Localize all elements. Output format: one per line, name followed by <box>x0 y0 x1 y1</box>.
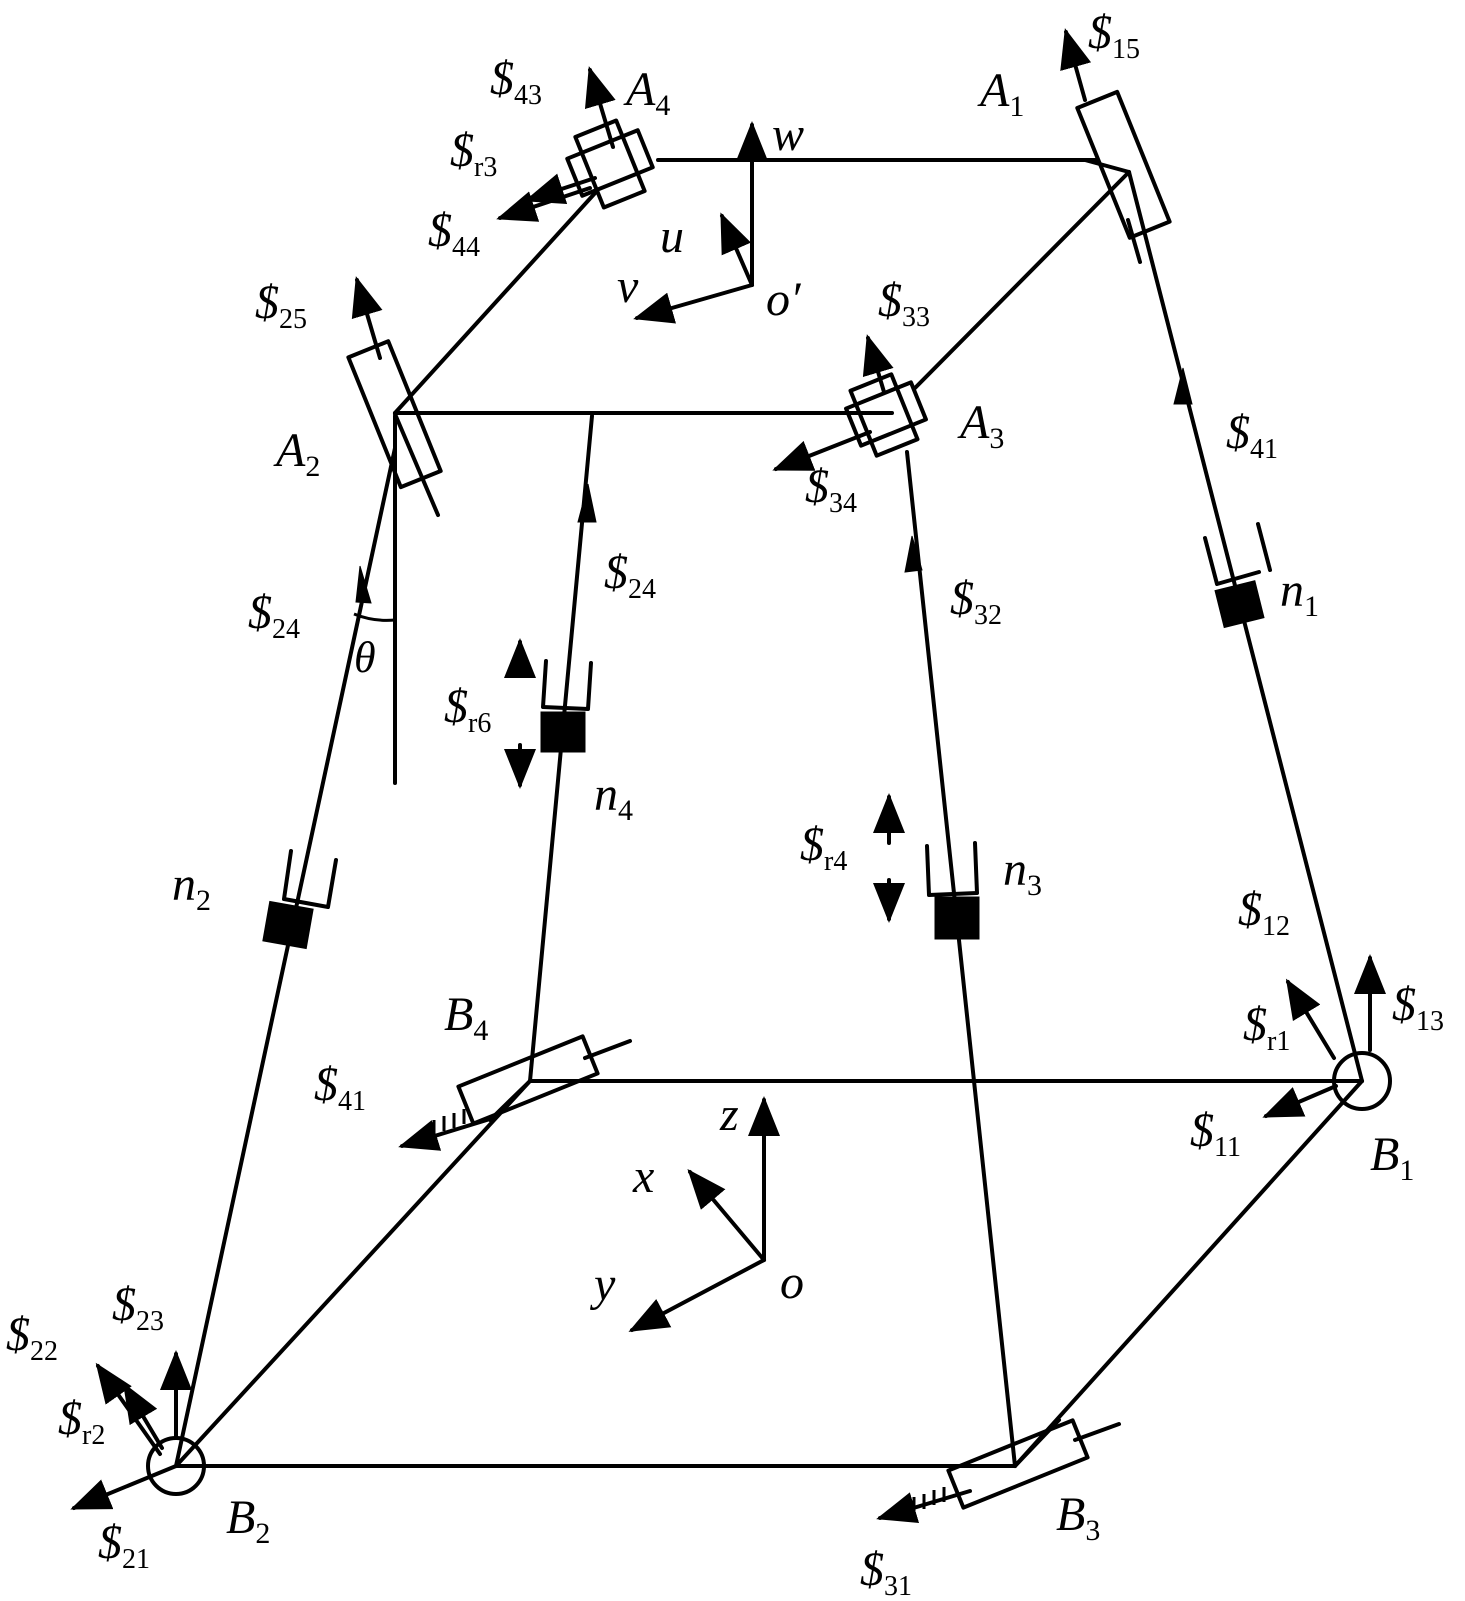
svg-text:$r6: $r6 <box>444 680 491 739</box>
svg-text:$24: $24 <box>248 586 300 645</box>
screw-label-15: $15 <box>1088 6 1140 65</box>
svg-text:A4: A4 <box>623 63 670 122</box>
screw-label-44: $44 <box>428 204 480 263</box>
screw-arrows <box>70 28 1386 1523</box>
label-A2: A2 <box>273 424 320 483</box>
svg-text:$13: $13 <box>1392 978 1444 1037</box>
screw-label-23: $23 <box>112 1278 164 1337</box>
svg-text:$24: $24 <box>604 546 656 605</box>
svg-text:B4: B4 <box>444 988 488 1047</box>
svg-text:$23: $23 <box>112 1278 164 1337</box>
svg-text:n1: n1 <box>1280 564 1319 623</box>
limb-1 <box>1127 170 1364 1083</box>
joint-A4 <box>565 118 655 210</box>
label-w: w <box>772 108 804 161</box>
svg-text:B2: B2 <box>226 1491 270 1550</box>
joint-B3 <box>946 1418 1121 1510</box>
screw-label-21: $21 <box>98 1516 150 1575</box>
screw-label-22: $22 <box>6 1308 58 1367</box>
svg-text:$41: $41 <box>314 1058 366 1117</box>
screw-label-11: $11 <box>1190 1104 1241 1163</box>
label-o: o <box>780 1256 804 1309</box>
actuator-n1 <box>1203 522 1272 629</box>
svg-text:$12: $12 <box>1238 883 1290 942</box>
svg-text:$32: $32 <box>950 572 1002 631</box>
limb-3 <box>904 450 1017 1468</box>
label-A4: A4 <box>623 63 670 122</box>
label-y: y <box>589 1258 616 1311</box>
screw-label-24-mid: $24 <box>604 546 656 605</box>
joint-A2 <box>346 339 443 517</box>
label-B2: B2 <box>226 1491 270 1550</box>
label-u: u <box>660 210 684 263</box>
svg-text:$r4: $r4 <box>800 818 847 877</box>
svg-text:$21: $21 <box>98 1516 150 1575</box>
svg-text:A1: A1 <box>977 64 1024 123</box>
svg-text:$r3: $r3 <box>450 124 497 183</box>
label-A3: A3 <box>957 396 1004 455</box>
svg-text:n2: n2 <box>172 858 211 917</box>
svg-text:B3: B3 <box>1056 1488 1100 1547</box>
base-frame <box>628 1096 780 1332</box>
screw-label-r4: $r4 <box>800 818 847 877</box>
actuator-n4 <box>540 659 593 753</box>
label-B1: B1 <box>1370 1128 1414 1187</box>
moving-frame <box>633 121 768 324</box>
label-z: z <box>719 1088 739 1141</box>
screw-label-24-left: $24 <box>248 586 300 645</box>
svg-text:n4: n4 <box>594 768 633 827</box>
svg-text:A2: A2 <box>273 424 320 483</box>
actuator-n3 <box>925 841 980 940</box>
svg-text:n3: n3 <box>1003 843 1042 902</box>
svg-text:$31: $31 <box>860 1543 912 1601</box>
actuator-n2 <box>262 849 338 950</box>
screw-label-31: $31 <box>860 1543 912 1601</box>
svg-text:$11: $11 <box>1190 1104 1241 1163</box>
svg-text:$22: $22 <box>6 1308 58 1367</box>
joint-B4 <box>456 1034 632 1126</box>
screw-label-r1: $r1 <box>1243 998 1290 1057</box>
base-platform <box>174 1079 1364 1468</box>
limb-2 <box>174 446 397 1468</box>
label-n1: n1 <box>1280 564 1319 623</box>
svg-text:$41: $41 <box>1226 406 1278 465</box>
label-B4: B4 <box>444 988 488 1047</box>
label-n2: n2 <box>172 858 211 917</box>
label-n4: n4 <box>594 768 633 827</box>
screw-label-41-top: $41 <box>1226 406 1278 465</box>
screw-label-13: $13 <box>1392 978 1444 1037</box>
moving-platform <box>393 158 1131 415</box>
screw-label-25: $25 <box>255 276 307 335</box>
screw-label-34: $34 <box>805 460 857 519</box>
screw-label-43: $43 <box>490 52 542 111</box>
svg-text:$33: $33 <box>878 274 930 333</box>
svg-text:$r2: $r2 <box>58 1392 105 1451</box>
svg-text:B1: B1 <box>1370 1128 1414 1187</box>
label-B3: B3 <box>1056 1488 1100 1547</box>
screw-label-12: $12 <box>1238 883 1290 942</box>
svg-text:$34: $34 <box>805 460 857 519</box>
svg-text:A3: A3 <box>957 396 1004 455</box>
joint-B1 <box>1332 1051 1392 1111</box>
screw-label-r3: $r3 <box>450 124 497 183</box>
screw-label-r2: $r2 <box>58 1392 105 1451</box>
svg-text:$r1: $r1 <box>1243 998 1290 1057</box>
label-A1: A1 <box>977 64 1024 123</box>
screw-label-33: $33 <box>878 274 930 333</box>
label-o-prime: o′ <box>766 273 802 326</box>
screw-label-r6: $r6 <box>444 680 491 739</box>
svg-text:$15: $15 <box>1088 6 1140 65</box>
screw-label-41-bottom: $41 <box>314 1058 366 1117</box>
screw-label-32: $32 <box>950 572 1002 631</box>
svg-text:$25: $25 <box>255 276 307 335</box>
joint-A1 <box>1075 89 1172 264</box>
label-theta: θ <box>354 633 376 682</box>
label-n3: n3 <box>1003 843 1042 902</box>
label-x: x <box>632 1150 654 1203</box>
svg-text:$44: $44 <box>428 204 480 263</box>
joint-A3 <box>844 372 928 458</box>
label-v: v <box>617 260 639 313</box>
svg-text:$43: $43 <box>490 52 542 111</box>
